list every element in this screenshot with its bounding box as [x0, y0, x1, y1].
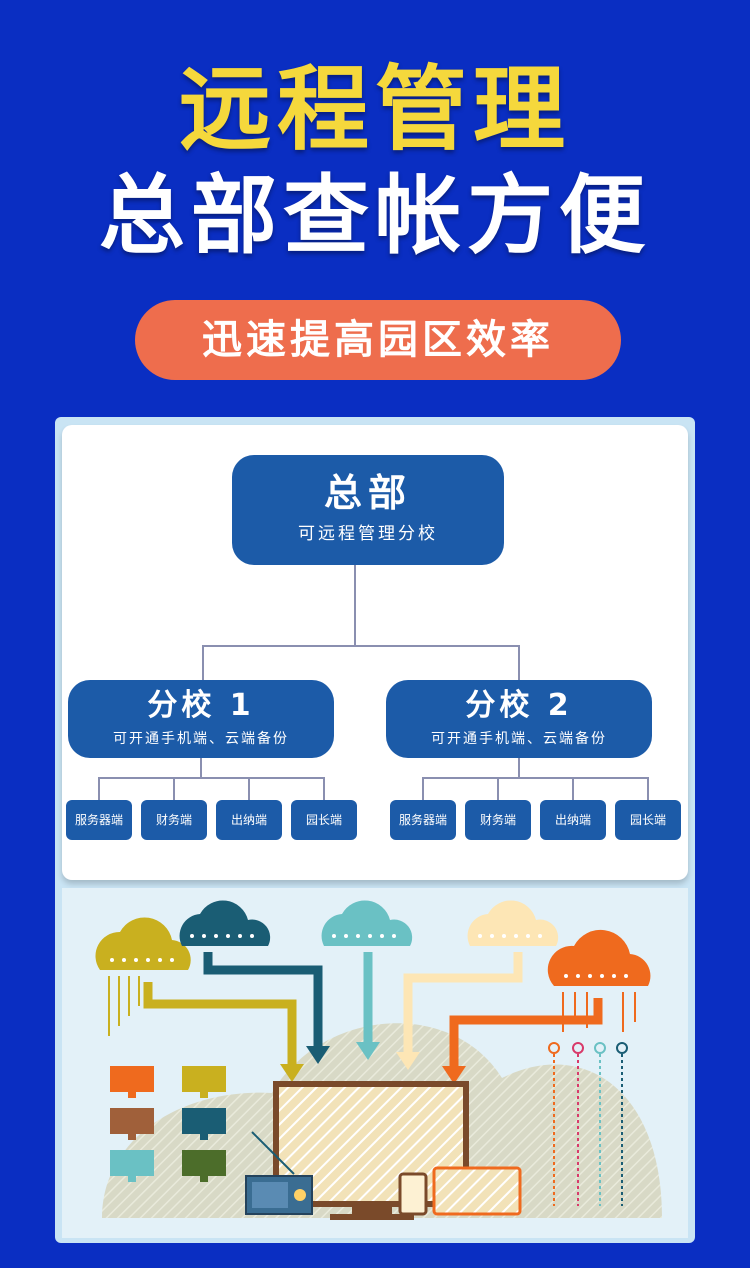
b1-leaf-cashier: 出纳端 — [216, 800, 282, 840]
connector-b2-down — [518, 758, 520, 778]
hq-node: 总部 可远程管理分校 — [232, 455, 504, 565]
cloud-icon — [547, 929, 651, 986]
arrow-heads — [280, 1042, 466, 1084]
connector-b1-leaf1 — [98, 777, 100, 801]
b1-leaf-server: 服务器端 — [66, 800, 132, 840]
hq-title: 总部 — [323, 471, 412, 515]
cloud-illustration — [62, 888, 688, 1238]
cloud-icon — [179, 900, 271, 946]
cloud-icon — [321, 900, 413, 946]
branch-1-title: 分校 1 — [147, 688, 255, 723]
b1-leaf-finance: 财务端 — [141, 800, 207, 840]
org-chart-card: 总部 可远程管理分校 分校 1 可开通手机端、云端备份 分校 2 可开通手机端、… — [62, 425, 688, 880]
headline-secondary: 总部查帐方便 — [99, 166, 651, 266]
connector-branch1-up — [202, 645, 204, 681]
headline-primary: 远程管理 — [178, 56, 571, 163]
b1-leaf-principal: 园长端 — [291, 800, 357, 840]
connector-b2-horizontal — [422, 777, 648, 779]
small-monitors — [110, 1066, 226, 1182]
connector-b1-leaf3 — [248, 777, 250, 801]
connector-b2-leaf3 — [572, 777, 574, 801]
connector-b2-leaf4 — [647, 777, 649, 801]
branch-node-2: 分校 2 可开通手机端、云端备份 — [386, 680, 652, 758]
rain-right — [562, 992, 636, 1032]
connector-b1-leaf2 — [173, 777, 175, 801]
rain-left — [108, 976, 140, 1036]
connector-branch2-up — [518, 645, 520, 681]
cloud-icon — [467, 900, 559, 946]
b2-leaf-principal: 园长端 — [615, 800, 681, 840]
connector-b1-down — [200, 758, 202, 778]
highlight-pill: 迅速提高园区效率 — [135, 300, 621, 380]
arrow-icon — [143, 952, 603, 1068]
b2-leaf-server: 服务器端 — [390, 800, 456, 840]
connector-b2-leaf1 — [422, 777, 424, 801]
b2-leaf-cashier: 出纳端 — [540, 800, 606, 840]
cloud-network-illustration — [95, 900, 662, 1220]
branch-1-subtitle: 可开通手机端、云端备份 — [113, 731, 289, 747]
connector-b1-horizontal — [98, 777, 324, 779]
branch-2-title: 分校 2 — [465, 688, 573, 723]
hq-subtitle: 可远程管理分校 — [298, 524, 438, 544]
connector-hq-down — [354, 565, 356, 647]
radio-icon — [245, 1131, 313, 1215]
phone-icon — [398, 1172, 428, 1216]
download-lines — [548, 1042, 628, 1206]
connector-hq-horizontal — [202, 645, 520, 647]
b2-leaf-finance: 财务端 — [465, 800, 531, 840]
branch-node-1: 分校 1 可开通手机端、云端备份 — [68, 680, 334, 758]
tablet-icon — [432, 1166, 522, 1216]
cloud-icon — [95, 917, 191, 970]
connector-b2-leaf2 — [497, 777, 499, 801]
connector-b1-leaf4 — [323, 777, 325, 801]
branch-2-subtitle: 可开通手机端、云端备份 — [431, 731, 607, 747]
